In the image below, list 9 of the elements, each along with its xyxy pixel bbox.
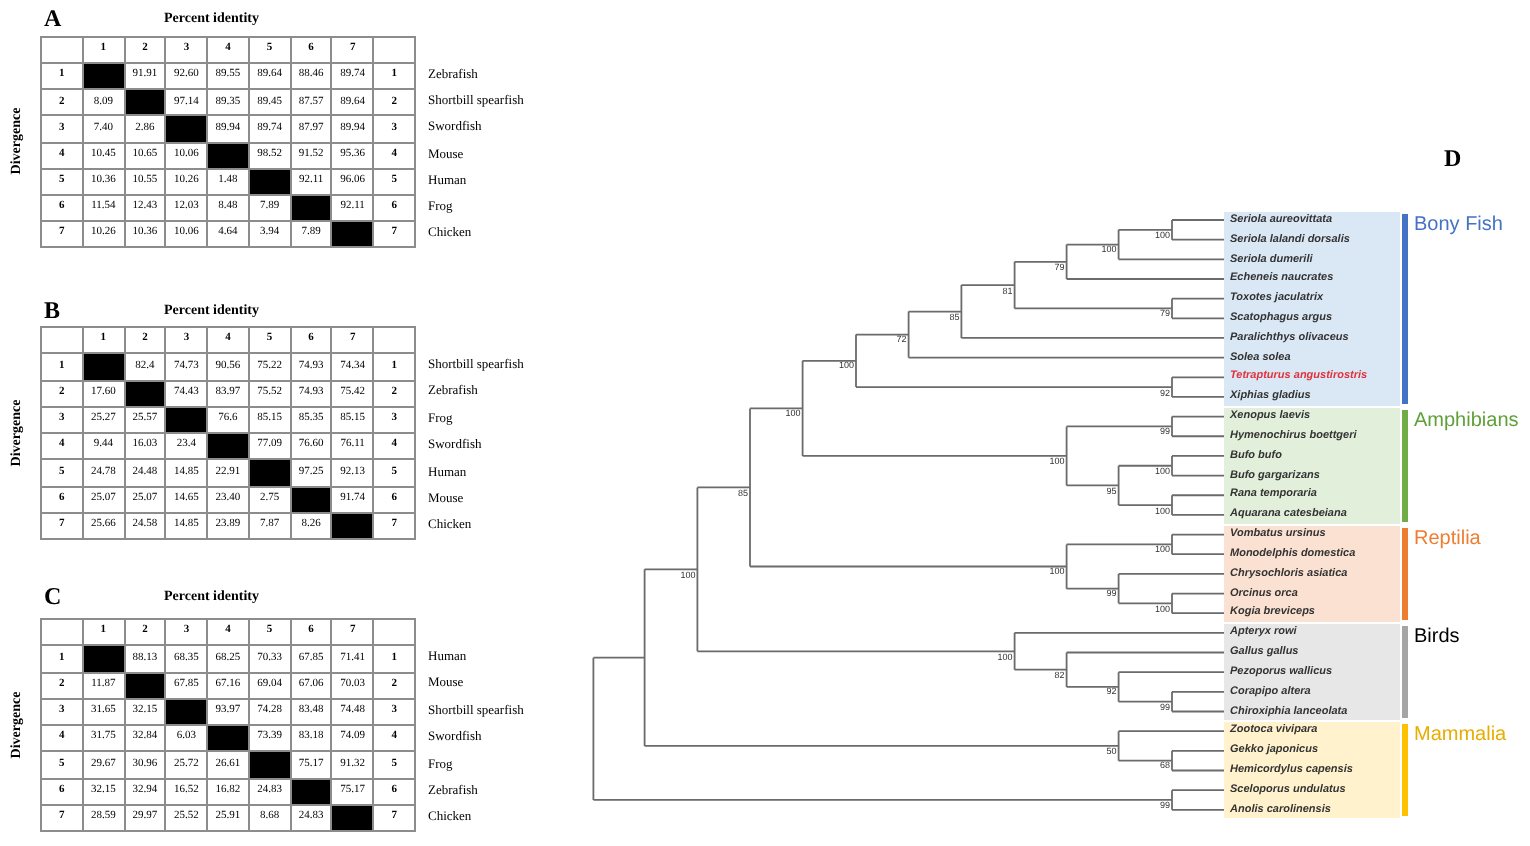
clade-label: Bony Fish	[1414, 215, 1503, 236]
clade-label: Reptilia	[1414, 529, 1481, 550]
clade-label: Birds	[1414, 628, 1460, 648]
panel-letter: A	[44, 6, 62, 30]
clade-label: Amphibians	[1414, 411, 1519, 432]
panel-letter: D	[1444, 146, 1462, 170]
clade-label: Mammalia	[1414, 726, 1507, 747]
panel-letter: B	[44, 298, 61, 322]
panel-letter: C	[44, 584, 62, 608]
